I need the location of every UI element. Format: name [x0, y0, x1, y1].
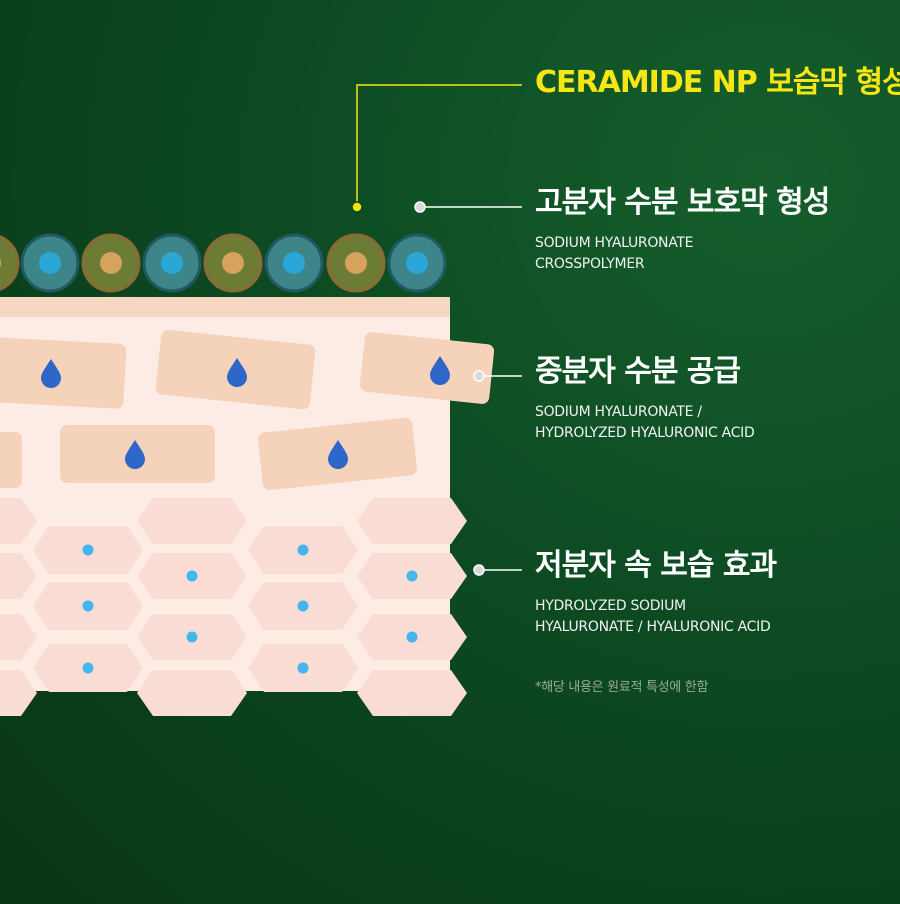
ingredient-line: HYALURONATE / HYALURONIC ACID: [535, 619, 771, 635]
disclaimer-note: *해당 내용은 원료적 특성에 한함: [535, 680, 709, 695]
molecule-core: [345, 252, 367, 274]
water-dot: [297, 544, 309, 556]
hyaluronate-circle: [142, 233, 202, 293]
hyaluronate-circle: [20, 233, 80, 293]
high-molecule-ingredient: SODIUM HYALURONATE CROSSPOLYMER: [535, 233, 829, 275]
molecule-core: [406, 252, 428, 274]
dermis-cell: [357, 498, 467, 544]
water-dot: [82, 662, 94, 674]
dermis-cell: [0, 498, 37, 544]
skin-cell: [0, 432, 22, 488]
molecule-core: [161, 252, 183, 274]
ingredient-line: SODIUM HYALURONATE /: [535, 404, 702, 420]
ceramide-pointer-dot: [351, 201, 363, 213]
low-molecule-title: 저분자 속 보습 효과: [535, 548, 777, 583]
skin-top-band: [0, 297, 450, 317]
ingredient-line: HYDROLYZED HYALURONIC ACID: [535, 425, 755, 441]
ceramide-title: CERAMIDE NP 보습막 형성: [535, 65, 900, 100]
ceramide-circle: [81, 233, 141, 293]
ingredient-line: CROSSPOLYMER: [535, 256, 645, 272]
dermis-cell: [0, 614, 37, 660]
ceramide-circle: [326, 233, 386, 293]
dermis-cell: [137, 670, 247, 716]
ceramide-connector-line: [356, 84, 522, 207]
ceramide-circle: [0, 235, 20, 291]
molecule-circle: [0, 235, 20, 291]
ingredient-line: SODIUM HYALURONATE: [535, 235, 694, 251]
high-pointer-dot: [414, 201, 426, 213]
dermis-cell: [0, 670, 37, 716]
epidermis-cells: [0, 329, 495, 491]
molecule-core: [39, 252, 61, 274]
molecule-core: [283, 252, 305, 274]
dermis-cell: [357, 670, 467, 716]
water-dot: [406, 631, 418, 643]
molecule-core: [0, 258, 1, 268]
skin-cell: [359, 332, 495, 404]
low-molecule-label: 저분자 속 보습 효과 HYDROLYZED SODIUM HYALURONAT…: [535, 548, 777, 638]
low-molecule-ingredient: HYDROLYZED SODIUM HYALURONATE / HYALURON…: [535, 596, 776, 638]
water-dot: [186, 570, 198, 582]
molecule-core: [100, 252, 122, 274]
dermis-cells: [0, 498, 467, 716]
water-dot: [297, 662, 309, 674]
water-dot: [82, 544, 94, 556]
mid-molecule-label: 중분자 수분 공급 SODIUM HYALURONATE / HYDROLYZE…: [535, 354, 755, 444]
mid-pointer-dot: [473, 370, 485, 382]
mid-molecule-title: 중분자 수분 공급: [535, 354, 741, 389]
high-molecule-title: 고분자 수분 보호막 형성: [535, 185, 830, 220]
water-dot: [297, 600, 309, 612]
skin-section: [0, 297, 495, 716]
high-molecule-label: 고분자 수분 보호막 형성 SODIUM HYALURONATE CROSSPO…: [535, 185, 830, 275]
dermis-cell: [0, 553, 37, 599]
water-dot: [406, 570, 418, 582]
connectors: [351, 84, 522, 576]
molecule-core: [222, 252, 244, 274]
water-dot: [82, 600, 94, 612]
low-pointer-dot: [473, 564, 485, 576]
ingredient-line: HYDROLYZED SODIUM: [535, 598, 686, 614]
hyaluronate-circle: [387, 233, 447, 293]
skin-cell: [0, 336, 127, 409]
water-dot: [186, 631, 198, 643]
ceramide-circle: [203, 233, 263, 293]
ceramide-label: CERAMIDE NP 보습막 형성: [535, 66, 900, 99]
ceramide-molecule-row: [0, 233, 447, 293]
mid-molecule-ingredient: SODIUM HYALURONATE / HYDROLYZED HYALURON…: [535, 402, 755, 444]
hyaluronate-circle: [264, 233, 324, 293]
dermis-cell: [137, 498, 247, 544]
